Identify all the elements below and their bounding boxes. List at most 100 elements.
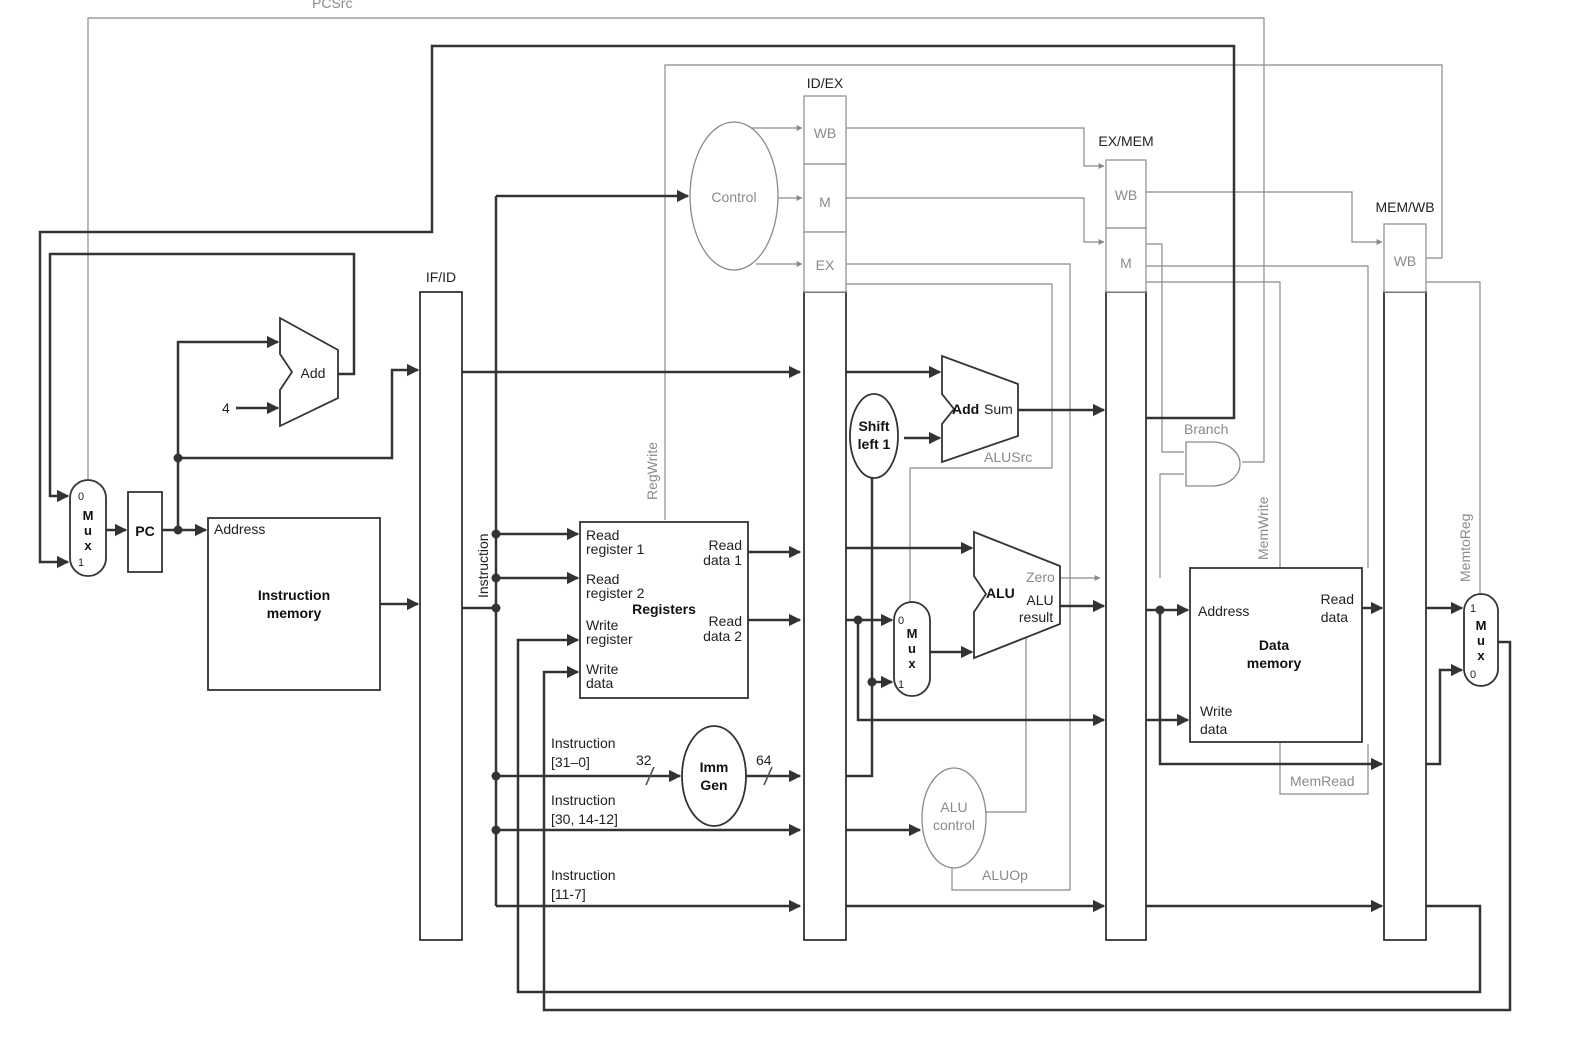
- write-register-l1: Write: [586, 617, 619, 633]
- bits-32-label: 32: [636, 752, 652, 768]
- wb-mux-zero: 0: [1470, 669, 1476, 681]
- pc-mux-letter-u: u: [84, 523, 92, 538]
- dmem-address-label: Address: [1198, 603, 1249, 619]
- dmem-write-data-l1: Write: [1200, 703, 1233, 719]
- alu-label: ALU: [986, 585, 1015, 601]
- register-file: Read register 1 Read register 2 Write re…: [579, 521, 749, 699]
- wb-mux-letter-x: x: [1477, 648, 1485, 663]
- ex-mem-m-label: M: [1120, 255, 1132, 271]
- alusrc-mux-letter-m: M: [907, 626, 918, 641]
- wb-mux-letter-u: u: [1477, 633, 1485, 648]
- instr-31-0-l1: Instruction: [551, 735, 616, 751]
- alusrc-mux-one: 1: [898, 679, 904, 691]
- pc-mux-letter-x: x: [84, 538, 92, 553]
- control-unit: Control: [689, 121, 779, 271]
- instr-30-14-12-l1: Instruction: [551, 792, 616, 808]
- id-ex-ex-label: EX: [816, 257, 835, 273]
- branch-label: Branch: [1184, 421, 1228, 437]
- bits-64-label: 64: [756, 752, 772, 768]
- branch-adder-sum: Sum: [984, 401, 1013, 417]
- branch-and-gate: Branch: [1184, 421, 1241, 487]
- instr-31-0-l2: [31–0]: [551, 754, 590, 770]
- write-data-l1: Write: [586, 661, 619, 677]
- id-ex-label: ID/EX: [807, 75, 844, 91]
- shift-left-l1: Shift: [858, 418, 889, 434]
- dmem-title-l1: Data: [1259, 637, 1290, 653]
- if-id-register: IF/ID Instruction: [419, 269, 491, 941]
- regwrite-label: RegWrite: [644, 442, 660, 500]
- alusrc-mux-letter-x: x: [908, 656, 916, 671]
- aluop-label: ALUOp: [982, 867, 1028, 883]
- dmem-write-data-l2: data: [1200, 721, 1227, 737]
- ex-mem-register: EX/MEM WB M: [1098, 133, 1154, 941]
- memtoreg-label: MemtoReg: [1457, 514, 1473, 582]
- imem-address-label: Address: [214, 521, 265, 537]
- imm-gen: Imm Gen: [681, 725, 747, 827]
- pc-adder-label: Add: [301, 365, 326, 381]
- control-label: Control: [711, 189, 756, 205]
- mem-wb-wb-label: WB: [1394, 253, 1417, 269]
- dmem-title-l2: memory: [1247, 655, 1302, 671]
- registers-title: Registers: [632, 601, 696, 617]
- read-register-2-l2: register 2: [586, 585, 645, 601]
- instr-11-7-l2: [11-7]: [551, 886, 586, 902]
- id-ex-register: ID/EX WB M EX: [803, 75, 847, 941]
- shift-left-l2: left 1: [858, 436, 891, 452]
- data-wires: [38, 44, 1512, 1012]
- branch-adder-label: Add: [952, 401, 979, 417]
- pc-mux-letter-m: M: [83, 508, 94, 523]
- pc-mux-one: 1: [78, 557, 84, 569]
- memtoreg-mux: 1 M u x 0 MemtoReg: [1457, 514, 1499, 687]
- dmem-read-data-l1: Read: [1321, 591, 1354, 607]
- wb-mux-letter-m: M: [1476, 618, 1487, 633]
- alu-control-l1: ALU: [940, 799, 967, 815]
- pc-mux-zero: 0: [78, 491, 84, 503]
- write-data-l2: data: [586, 675, 613, 691]
- pc-adder: Add 4: [222, 316, 339, 428]
- instruction-memory: Address Instruction memory: [207, 517, 381, 691]
- read-data-1-l1: Read: [709, 537, 742, 553]
- alusrc-mux-zero: 0: [898, 615, 904, 627]
- alu-result-l2: result: [1019, 609, 1053, 625]
- dmem-read-data-l2: data: [1321, 609, 1348, 625]
- pc-register: PC: [127, 491, 163, 573]
- ex-mem-wb-label: WB: [1115, 187, 1138, 203]
- alu-zero-label: Zero: [1026, 569, 1055, 585]
- alusrc-mux: 0 M u x 1: [893, 601, 931, 697]
- alu-control-l2: control: [933, 817, 975, 833]
- id-ex-m-label: M: [819, 194, 831, 210]
- constant-four: 4: [222, 400, 230, 416]
- memwrite-label: MemWrite: [1255, 496, 1271, 560]
- wb-mux-one: 1: [1470, 603, 1476, 615]
- alu-result-l1: ALU: [1026, 592, 1053, 608]
- instruction-label: Instruction: [475, 533, 491, 598]
- write-register-l2: register: [586, 631, 633, 647]
- imem-title-line2: memory: [267, 605, 322, 621]
- read-register-2-l1: Read: [586, 571, 619, 587]
- instr-30-14-12-l2: [30, 14-12]: [551, 811, 618, 827]
- read-data-2-l2: data 2: [703, 628, 742, 644]
- if-id-label: IF/ID: [426, 269, 456, 285]
- read-register-1-l2: register 1: [586, 541, 645, 557]
- instruction-field-labels: Instruction [31–0] 32 64 Instruction [30…: [551, 735, 772, 902]
- data-memory: Address Read data Data memory Write data…: [1189, 496, 1363, 789]
- pc-label: PC: [135, 523, 154, 539]
- imm-gen-l2: Gen: [700, 777, 727, 793]
- alusrc-label: ALUSrc: [984, 449, 1032, 465]
- instr-11-7-l1: Instruction: [551, 867, 616, 883]
- mem-wb-label: MEM/WB: [1375, 199, 1434, 215]
- id-ex-wb-label: WB: [814, 125, 837, 141]
- memread-label: MemRead: [1290, 773, 1355, 789]
- pc-mux: 0 M u x 1: [69, 479, 107, 577]
- ex-mem-label: EX/MEM: [1098, 133, 1153, 149]
- branch-adder: Add Sum ALUSrc: [941, 354, 1032, 465]
- imm-gen-l1: Imm: [700, 759, 729, 775]
- imem-title-line1: Instruction: [258, 587, 330, 603]
- control-lines: PCSrc RegWrite: [87, 0, 1481, 891]
- read-data-2-l1: Read: [709, 613, 742, 629]
- shift-left-1: Shift left 1: [849, 393, 899, 479]
- mem-wb-register: MEM/WB WB: [1375, 199, 1435, 941]
- alu: ALU Zero ALU result: [973, 530, 1061, 660]
- read-register-1-l1: Read: [586, 527, 619, 543]
